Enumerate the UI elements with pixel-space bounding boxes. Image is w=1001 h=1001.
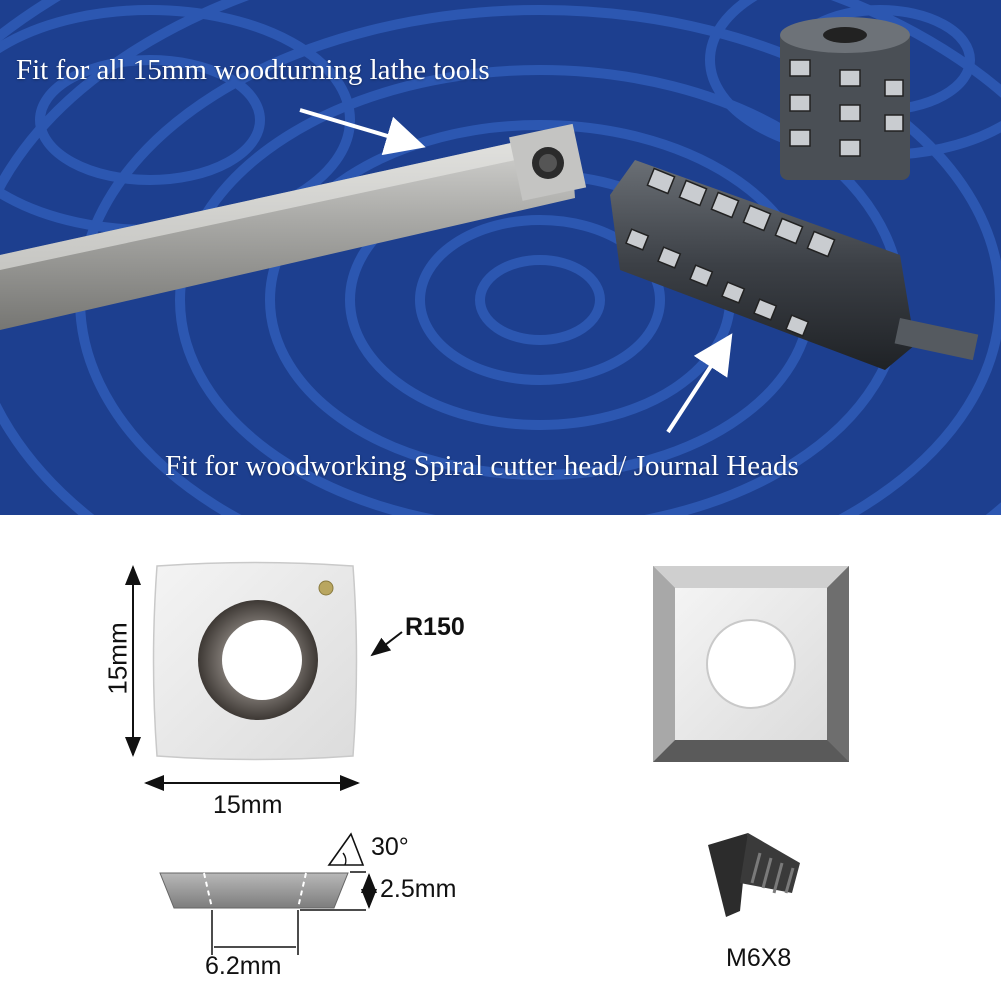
hero-illustration xyxy=(0,0,1001,515)
screw-label: M6X8 xyxy=(726,944,792,972)
hero-banner: Fit for all 15mm woodturning lathe tools… xyxy=(0,0,1001,515)
angle-indicator xyxy=(327,832,365,866)
spiral-cutter-head xyxy=(610,160,979,370)
insert-side-profile xyxy=(159,872,349,909)
angle-label: 30° xyxy=(371,833,409,861)
insert-bottom-view xyxy=(653,566,849,762)
screw xyxy=(708,833,800,917)
lathe-caption: Fit for all 15mm woodturning lathe tools xyxy=(16,54,490,86)
radius-label: R150 xyxy=(405,613,465,641)
cutter-caption: Fit for woodworking Spiral cutter head/ … xyxy=(165,450,799,482)
lathe-arrow xyxy=(299,108,426,156)
specification-panel: R150 15mm 15mm 30° 2.5mm 6.2mm M6X8 xyxy=(0,515,1001,1001)
width-label: 15mm xyxy=(213,791,283,819)
thickness-label: 2.5mm xyxy=(380,875,457,903)
lathe-tool-bar xyxy=(0,123,587,330)
height-label: 15mm xyxy=(102,622,133,695)
insert-top-view xyxy=(152,561,358,761)
radius-leader-line xyxy=(370,631,403,657)
hole-width-label: 6.2mm xyxy=(205,952,282,980)
journal-cutter-head xyxy=(780,17,910,180)
specification-drawings xyxy=(125,561,849,955)
cutter-arrow xyxy=(666,333,733,434)
